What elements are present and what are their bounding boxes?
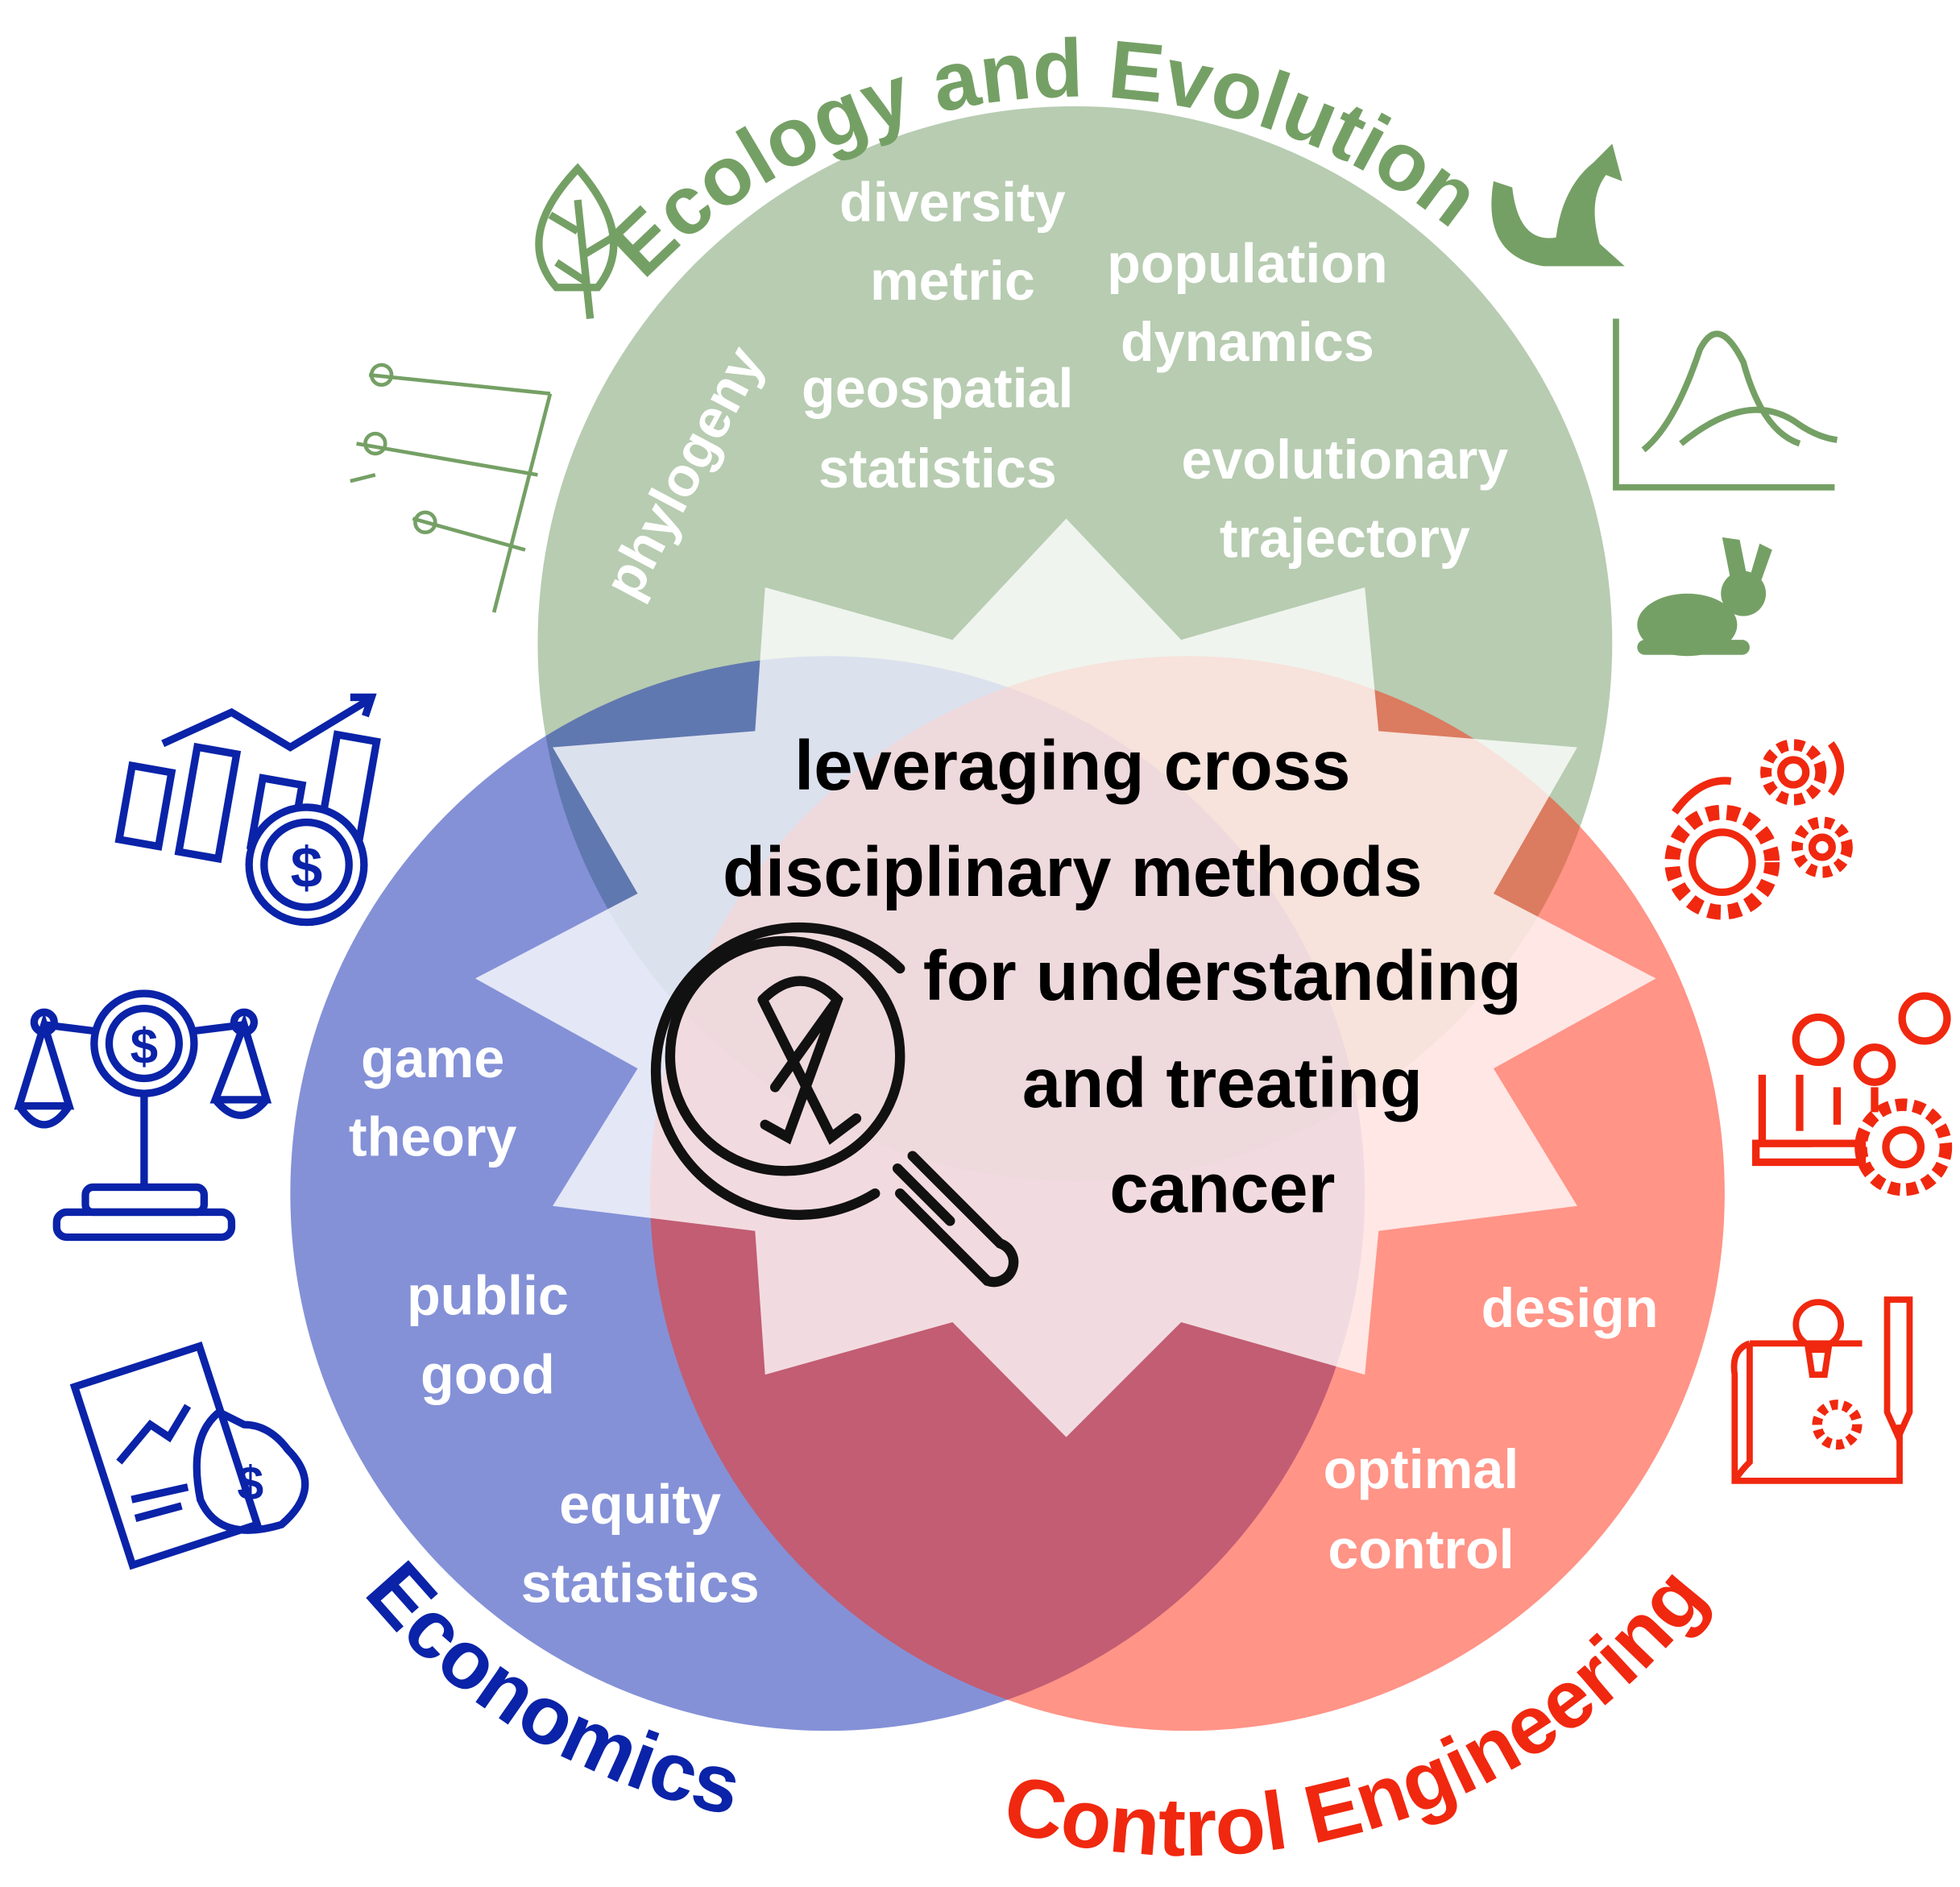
gear-process-icon [1752, 992, 1953, 1196]
balance-scale-dollar-icon: $ [14, 989, 272, 1242]
term-geospatial-line2: statistics [818, 438, 1057, 500]
svg-text:$: $ [131, 1019, 159, 1075]
distribution-chart-icon [1613, 318, 1838, 491]
magnifier-ribbon-icon [650, 922, 1019, 1288]
rabbit-icon [1637, 537, 1772, 657]
gears-icon [1664, 739, 1853, 920]
design-blueprint-icon [1730, 1296, 1913, 1484]
term-population-line1: population [1107, 234, 1388, 295]
term-public-line2: good [421, 1344, 555, 1405]
leaf-icon [535, 163, 618, 319]
term-diversity-line2: metric [870, 251, 1035, 312]
term-evolutionary-line2: trajectory [1220, 508, 1470, 570]
term-equity-line2: statistics [521, 1553, 760, 1614]
term-population-line2: dynamics [1121, 312, 1374, 373]
term-evolutionary-line1: evolutionary [1182, 429, 1509, 491]
term-game-line1: game [361, 1028, 504, 1089]
term-optimal-line2: control [1328, 1519, 1514, 1580]
term-public-line1: public [407, 1266, 569, 1327]
center-line3: for understanding [923, 937, 1522, 1015]
term-game-line2: theory [349, 1107, 517, 1168]
term-optimal-line1: optimal [1324, 1439, 1519, 1500]
svg-text:$: $ [291, 836, 323, 900]
center-line2: disciplinary methods [723, 833, 1423, 911]
fox-icon [1491, 143, 1625, 267]
term-equity-line1: equity [559, 1474, 721, 1536]
term-design: design [1481, 1278, 1659, 1339]
term-diversity-line1: diversity [839, 172, 1066, 234]
term-geospatial-line1: geospatial [802, 359, 1073, 420]
clipboard-money-bag-icon: $ [69, 1342, 309, 1570]
evolution-icon [350, 363, 553, 613]
center-line4: and treating [1022, 1044, 1423, 1122]
svg-text:$: $ [237, 1458, 263, 1510]
center-line5: cancer [1109, 1149, 1335, 1227]
bar-chart-dollar-icon: $ [114, 693, 381, 927]
center-line1: leveraging cross [794, 727, 1350, 805]
